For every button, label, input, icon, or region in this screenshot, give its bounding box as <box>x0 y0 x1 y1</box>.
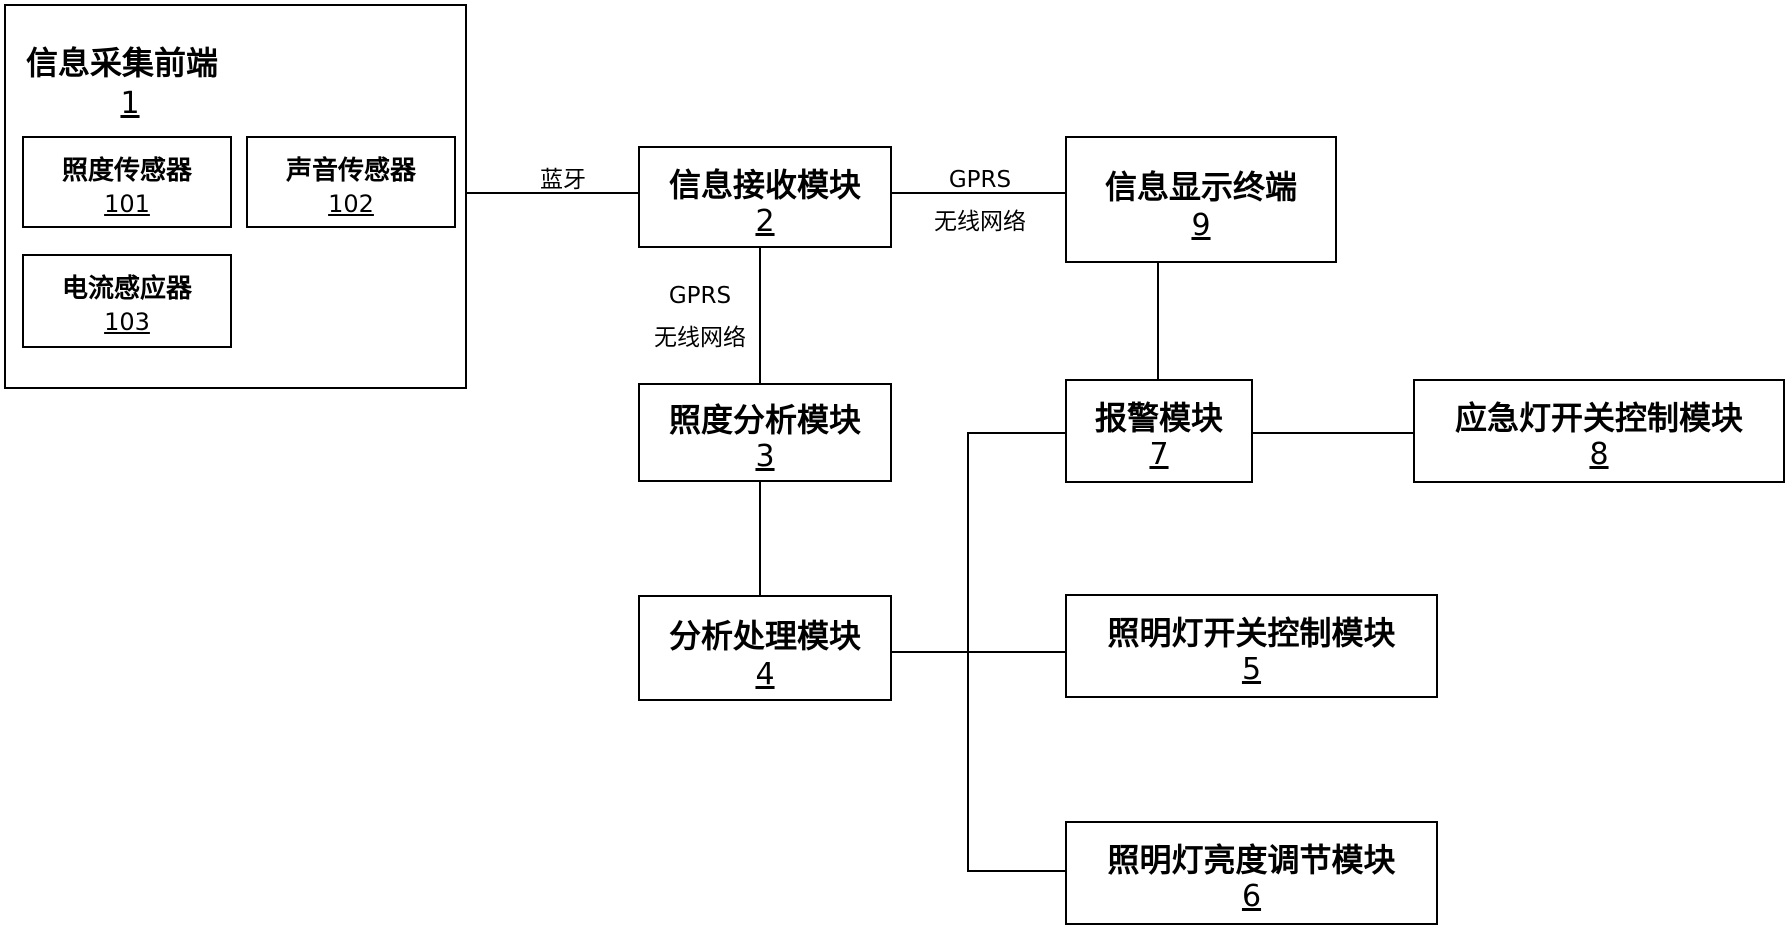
analysis-processing-module: 分析处理模块 4 <box>638 595 892 701</box>
illuminance-analysis-module-number: 3 <box>640 439 890 474</box>
info-collection-frontend: 信息采集前端 1 照度传感器 101 声音传感器 102 电流感应器 103 <box>4 4 467 389</box>
illuminance-analysis-module-title: 照度分析模块 <box>640 395 890 441</box>
frontend-number: 1 <box>116 86 144 121</box>
gprs-h-label-line1: GPRS <box>920 167 1040 193</box>
sound-sensor-number: 102 <box>248 190 454 218</box>
illuminance-analysis-module: 照度分析模块 3 <box>638 383 892 482</box>
lighting-brightness-module: 照明灯亮度调节模块 6 <box>1065 821 1438 925</box>
alarm-module-title: 报警模块 <box>1067 393 1251 439</box>
current-sensor-number: 103 <box>24 308 230 336</box>
info-receive-module: 信息接收模块 2 <box>638 146 892 248</box>
frontend-title: 信息采集前端 <box>26 38 218 84</box>
alarm-module: 报警模块 7 <box>1065 379 1253 483</box>
emergency-light-switch-module: 应急灯开关控制模块 8 <box>1413 379 1785 483</box>
gprs-h-label-line2: 无线网络 <box>910 202 1050 236</box>
info-display-terminal: 信息显示终端 9 <box>1065 136 1337 263</box>
lighting-switch-module-title: 照明灯开关控制模块 <box>1067 608 1436 654</box>
lighting-brightness-module-number: 6 <box>1067 879 1436 914</box>
info-display-terminal-title: 信息显示终端 <box>1067 162 1335 208</box>
current-sensor-title: 电流感应器 <box>24 268 230 305</box>
lighting-switch-module-number: 5 <box>1067 652 1436 687</box>
gprs-v-label-line1: GPRS <box>640 283 760 309</box>
emergency-light-switch-module-number: 8 <box>1415 437 1783 472</box>
info-receive-module-number: 2 <box>640 204 890 239</box>
illuminance-sensor-title: 照度传感器 <box>24 150 230 187</box>
illuminance-sensor-number: 101 <box>24 190 230 218</box>
lighting-switch-module: 照明灯开关控制模块 5 <box>1065 594 1438 698</box>
lighting-brightness-module-title: 照明灯亮度调节模块 <box>1067 835 1436 881</box>
sound-sensor-title: 声音传感器 <box>248 150 454 187</box>
alarm-module-number: 7 <box>1067 437 1251 472</box>
info-receive-module-title: 信息接收模块 <box>640 160 890 206</box>
sound-sensor: 声音传感器 102 <box>246 136 456 228</box>
info-display-terminal-number: 9 <box>1067 208 1335 243</box>
current-sensor: 电流感应器 103 <box>22 254 232 348</box>
analysis-processing-module-number: 4 <box>640 657 890 692</box>
bluetooth-label: 蓝牙 <box>528 160 598 194</box>
analysis-processing-module-title: 分析处理模块 <box>640 611 890 657</box>
illuminance-sensor: 照度传感器 101 <box>22 136 232 228</box>
gprs-v-label-line2: 无线网络 <box>630 318 770 352</box>
emergency-light-switch-module-title: 应急灯开关控制模块 <box>1415 393 1783 439</box>
